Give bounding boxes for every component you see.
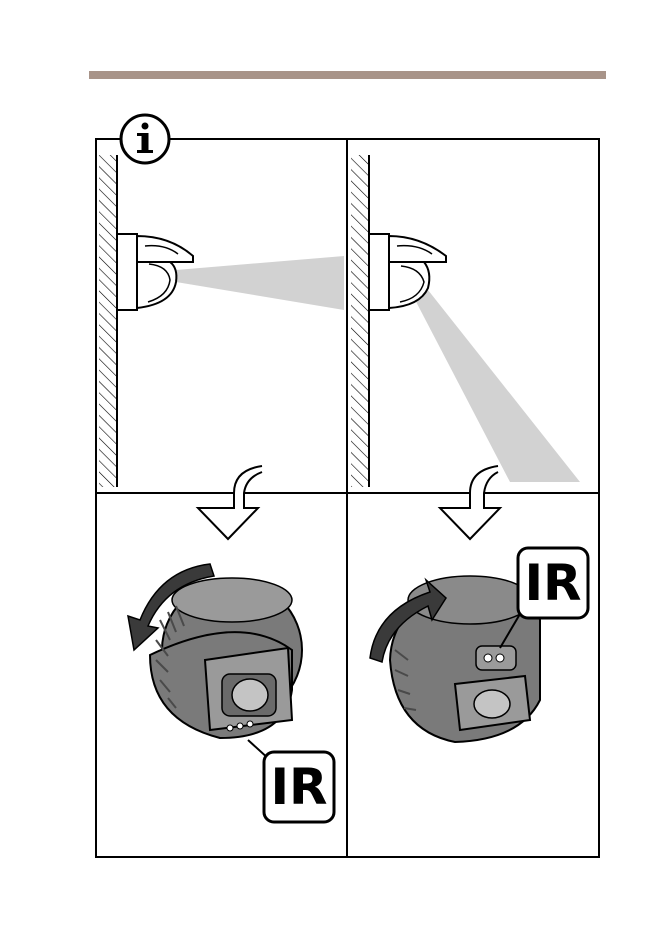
ir-label: IR [524, 554, 581, 612]
wall-mounted-camera-downward-view-icon [351, 155, 580, 487]
down-arrow-icon [440, 466, 500, 539]
info-icon [121, 115, 169, 163]
wall-mounted-camera-horizontal-view-icon [99, 155, 344, 487]
field-of-view-beam [412, 290, 580, 482]
rotate-clockwise-arrow-icon [370, 576, 540, 742]
rotate-counterclockwise-arrow-icon [128, 564, 302, 738]
ir-callout: IR [248, 740, 334, 822]
ir-label: IR [270, 758, 327, 816]
field-of-view-beam [176, 256, 344, 310]
down-arrow-icon [198, 466, 262, 539]
